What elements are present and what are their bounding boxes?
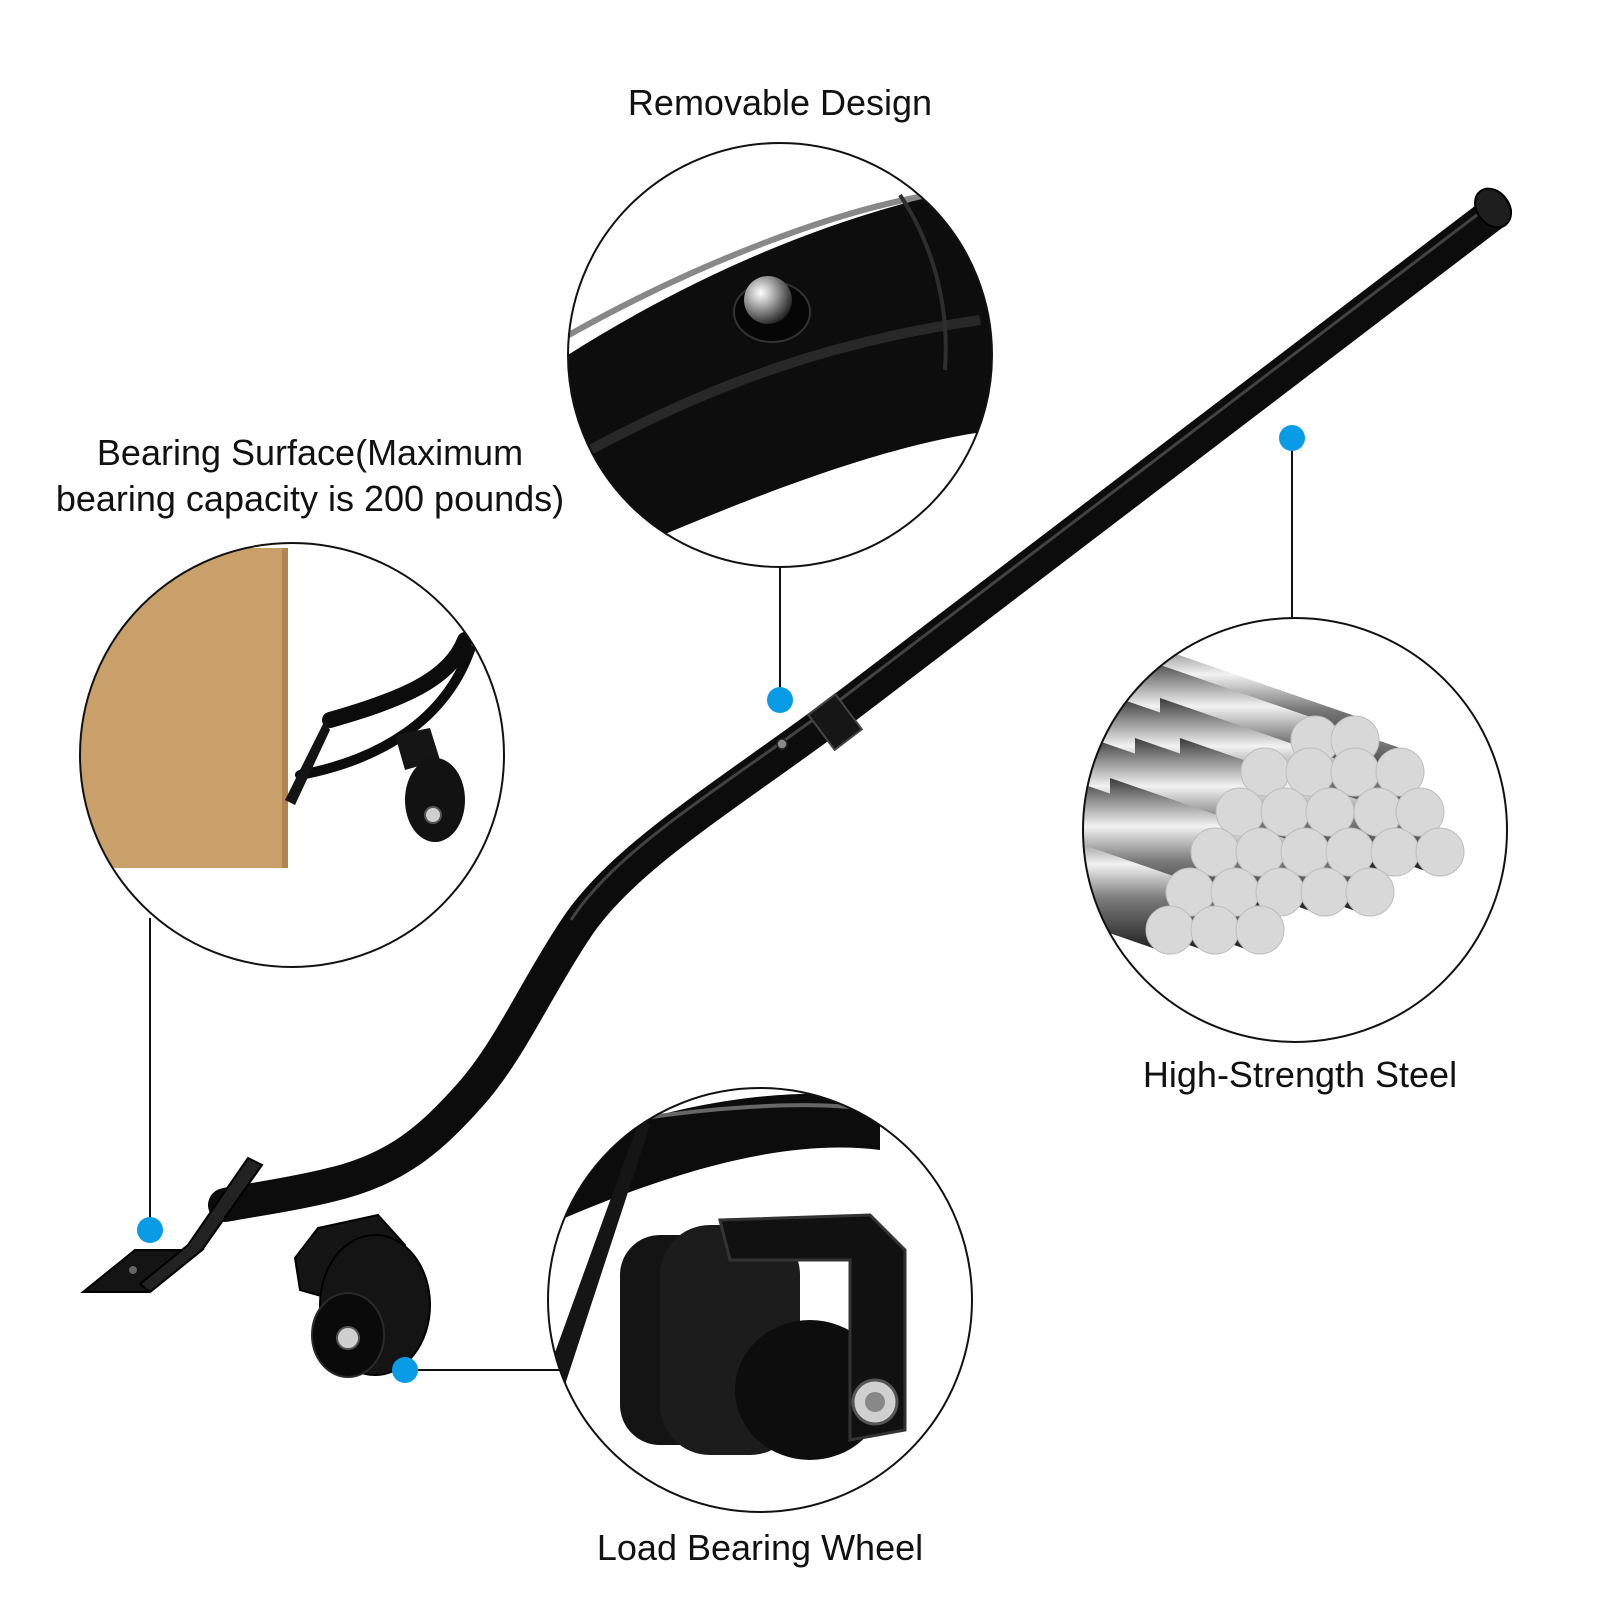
removable-marker-dot: [767, 687, 793, 713]
bearing-detail-circle: [79, 542, 505, 968]
spring-button: [776, 738, 788, 750]
wheel-detail-circle: [547, 1087, 973, 1513]
steel-rods-bundle: [1083, 626, 1465, 955]
bearing-surface-label-line1: Bearing Surface(Maximum: [96, 432, 524, 473]
spring-ball-icon: [744, 276, 792, 324]
steel-rod-end: [1235, 905, 1285, 955]
steel-rod: [1083, 816, 1170, 954]
steel-rod-end: [1375, 747, 1425, 797]
bearing-surface-label: Bearing Surface(Maximum bearing capacity…: [10, 430, 610, 522]
load-bearing-wheel-label: Load Bearing Wheel: [596, 1527, 924, 1568]
steel-rod-end: [1300, 867, 1350, 917]
steel-rod-end: [1415, 827, 1465, 877]
wheel-detail-image: [548, 1088, 972, 1512]
steel-rod-end: [1345, 867, 1395, 917]
cardboard-box: [80, 548, 288, 868]
handle-end-cap: [1474, 187, 1512, 229]
furniture-lifter-bar: [80, 187, 1512, 1378]
callout-removable-design: [567, 142, 993, 713]
steel-rod-end: [1370, 827, 1420, 877]
callout-load-bearing-wheel: [392, 1087, 973, 1513]
steel-rod-end: [1145, 905, 1195, 955]
bearing-marker-dot: [137, 1217, 163, 1243]
steel-rod-end: [1190, 905, 1240, 955]
wheel-marker-dot: [392, 1357, 418, 1383]
lifter-handle: [208, 195, 1512, 1222]
steel-rod-end: [1395, 787, 1445, 837]
removable-design-label: Removable Design: [627, 82, 933, 123]
high-strength-steel-label: High-Strength Steel: [1142, 1054, 1458, 1095]
bearing-surface-label-line2: bearing capacity is 200 pounds): [55, 478, 565, 519]
removable-detail-image: [568, 143, 992, 567]
steel-detail-circle: [1082, 617, 1508, 1043]
wheel-axle-nut: [336, 1326, 360, 1350]
removable-joint: [806, 692, 864, 752]
steel-detail-image: [1083, 618, 1507, 1042]
callout-high-strength-steel: [1082, 425, 1508, 1043]
steel-marker-dot: [1279, 425, 1305, 451]
